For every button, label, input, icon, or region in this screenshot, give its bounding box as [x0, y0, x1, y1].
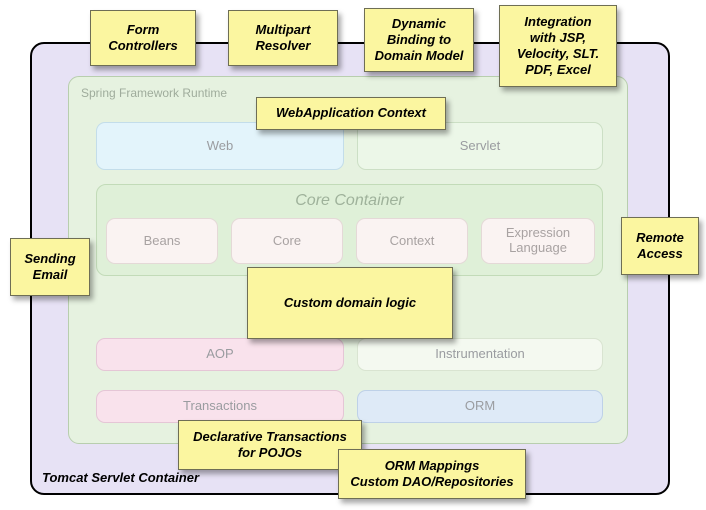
- module-servlet: Servlet: [357, 122, 603, 170]
- note-orm-mappings: ORM Mappings Custom DAO/Repositories: [338, 449, 526, 499]
- note-integration-jsp-velocity: Integration with JSP, Velocity, SLT. PDF…: [499, 5, 617, 87]
- module-core: Core: [231, 218, 343, 264]
- module-web: Web: [96, 122, 344, 170]
- module-beans: Beans: [106, 218, 218, 264]
- spring-framework-runtime-box: Spring Framework Runtime Web Servlet Cor…: [68, 76, 628, 444]
- note-sending-email: Sending Email: [10, 238, 90, 296]
- note-custom-domain-logic: Custom domain logic: [247, 267, 453, 339]
- note-dynamic-binding: Dynamic Binding to Domain Model: [364, 8, 474, 72]
- core-container-box: Core Container Beans Core Context Expres…: [96, 184, 603, 276]
- module-expression-language: Expression Language: [481, 218, 595, 264]
- module-aop: AOP: [96, 338, 344, 371]
- module-orm: ORM: [357, 390, 603, 423]
- module-instrumentation: Instrumentation: [357, 338, 603, 371]
- tomcat-container-label: Tomcat Servlet Container: [42, 470, 200, 485]
- core-container-title: Core Container: [295, 192, 404, 209]
- note-remote-access: Remote Access: [621, 217, 699, 275]
- note-multipart-resolver: Multipart Resolver: [228, 10, 338, 66]
- module-context: Context: [356, 218, 468, 264]
- note-webapplication-context: WebApplication Context: [256, 97, 446, 130]
- module-transactions: Transactions: [96, 390, 344, 423]
- note-form-controllers: Form Controllers: [90, 10, 196, 66]
- spring-runtime-label: Spring Framework Runtime: [81, 86, 228, 100]
- note-declarative-transactions: Declarative Transactions for POJOs: [178, 420, 362, 470]
